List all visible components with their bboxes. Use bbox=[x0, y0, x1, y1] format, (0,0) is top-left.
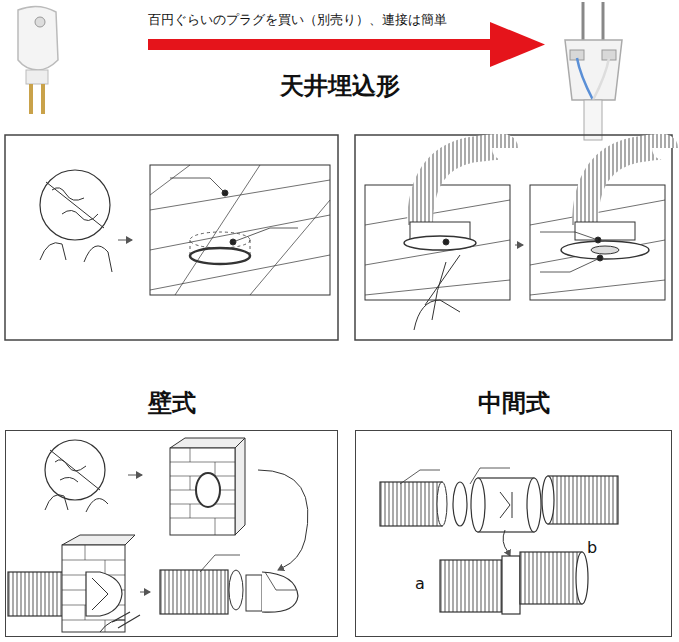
part-letter: a bbox=[415, 574, 425, 593]
wall-type-steps bbox=[8, 438, 308, 632]
note-text: 百円ぐらいのプラグを買い（別売り）、連接は簡単 bbox=[148, 12, 447, 28]
ceiling-step-2 bbox=[355, 135, 672, 340]
plug-open-icon bbox=[565, 2, 622, 140]
panel-box: 中間式 bbox=[355, 430, 672, 637]
plug-icon bbox=[18, 6, 58, 114]
inline-type-steps bbox=[380, 468, 618, 614]
part-letter: b bbox=[587, 538, 597, 557]
section-heading: 天井埋込形 bbox=[280, 72, 400, 101]
red-arrow bbox=[148, 22, 545, 67]
panel-box: 壁式 bbox=[5, 430, 338, 637]
ceiling-step-1 bbox=[5, 135, 338, 340]
panel-heading: 壁式 bbox=[6, 387, 337, 419]
panel-heading: 中間式 bbox=[356, 387, 671, 419]
